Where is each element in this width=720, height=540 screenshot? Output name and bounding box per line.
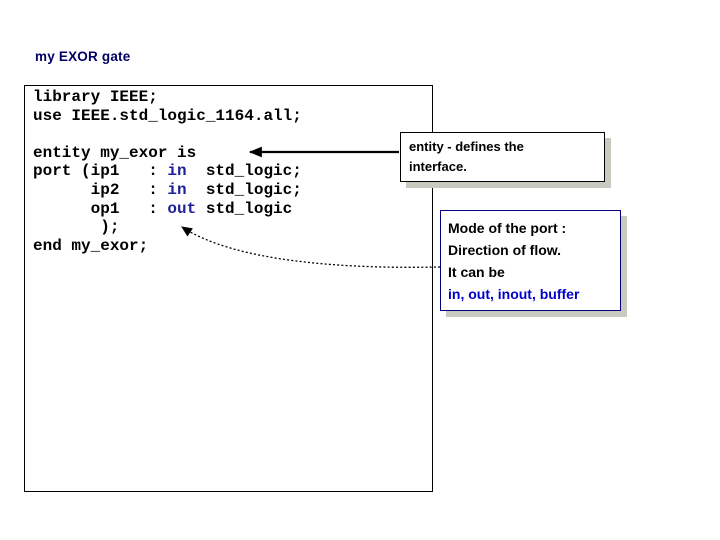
entity-callout-line2: interface. xyxy=(409,159,467,174)
mode-callout-line4: in, out, inout, buffer xyxy=(448,286,580,302)
code-line xyxy=(33,125,302,144)
code-line: entity my_exor is xyxy=(33,143,197,162)
code-line: ip2 : in std_logic; xyxy=(33,180,302,199)
code-line: library IEEE; xyxy=(33,88,158,106)
code-line: ); xyxy=(33,218,120,237)
mode-callout-line3: It can be xyxy=(448,264,505,280)
mode-callout: Mode of the port : Direction of flow. It… xyxy=(440,210,621,311)
slide-title: my EXOR gate xyxy=(35,49,131,64)
mode-callout-line2: Direction of flow. xyxy=(448,242,562,258)
code-line: end my_exor; xyxy=(33,236,149,255)
entity-callout-line1: entity - defines the xyxy=(409,139,524,154)
code-keyword: in xyxy=(167,180,187,199)
code-keyword: out xyxy=(167,199,197,218)
mode-callout-line1: Mode of the port : xyxy=(448,220,567,236)
code-line: use IEEE.std_logic_1164.all; xyxy=(33,106,302,125)
code-keyword: in xyxy=(167,162,187,181)
code-line: op1 : out std_logic xyxy=(33,199,293,218)
code-line: port (ip1 : in std_logic; xyxy=(33,162,302,181)
code-listing: library IEEE;use IEEE.std_logic_1164.all… xyxy=(33,88,302,255)
entity-callout: entity - defines the interface. xyxy=(400,132,605,182)
